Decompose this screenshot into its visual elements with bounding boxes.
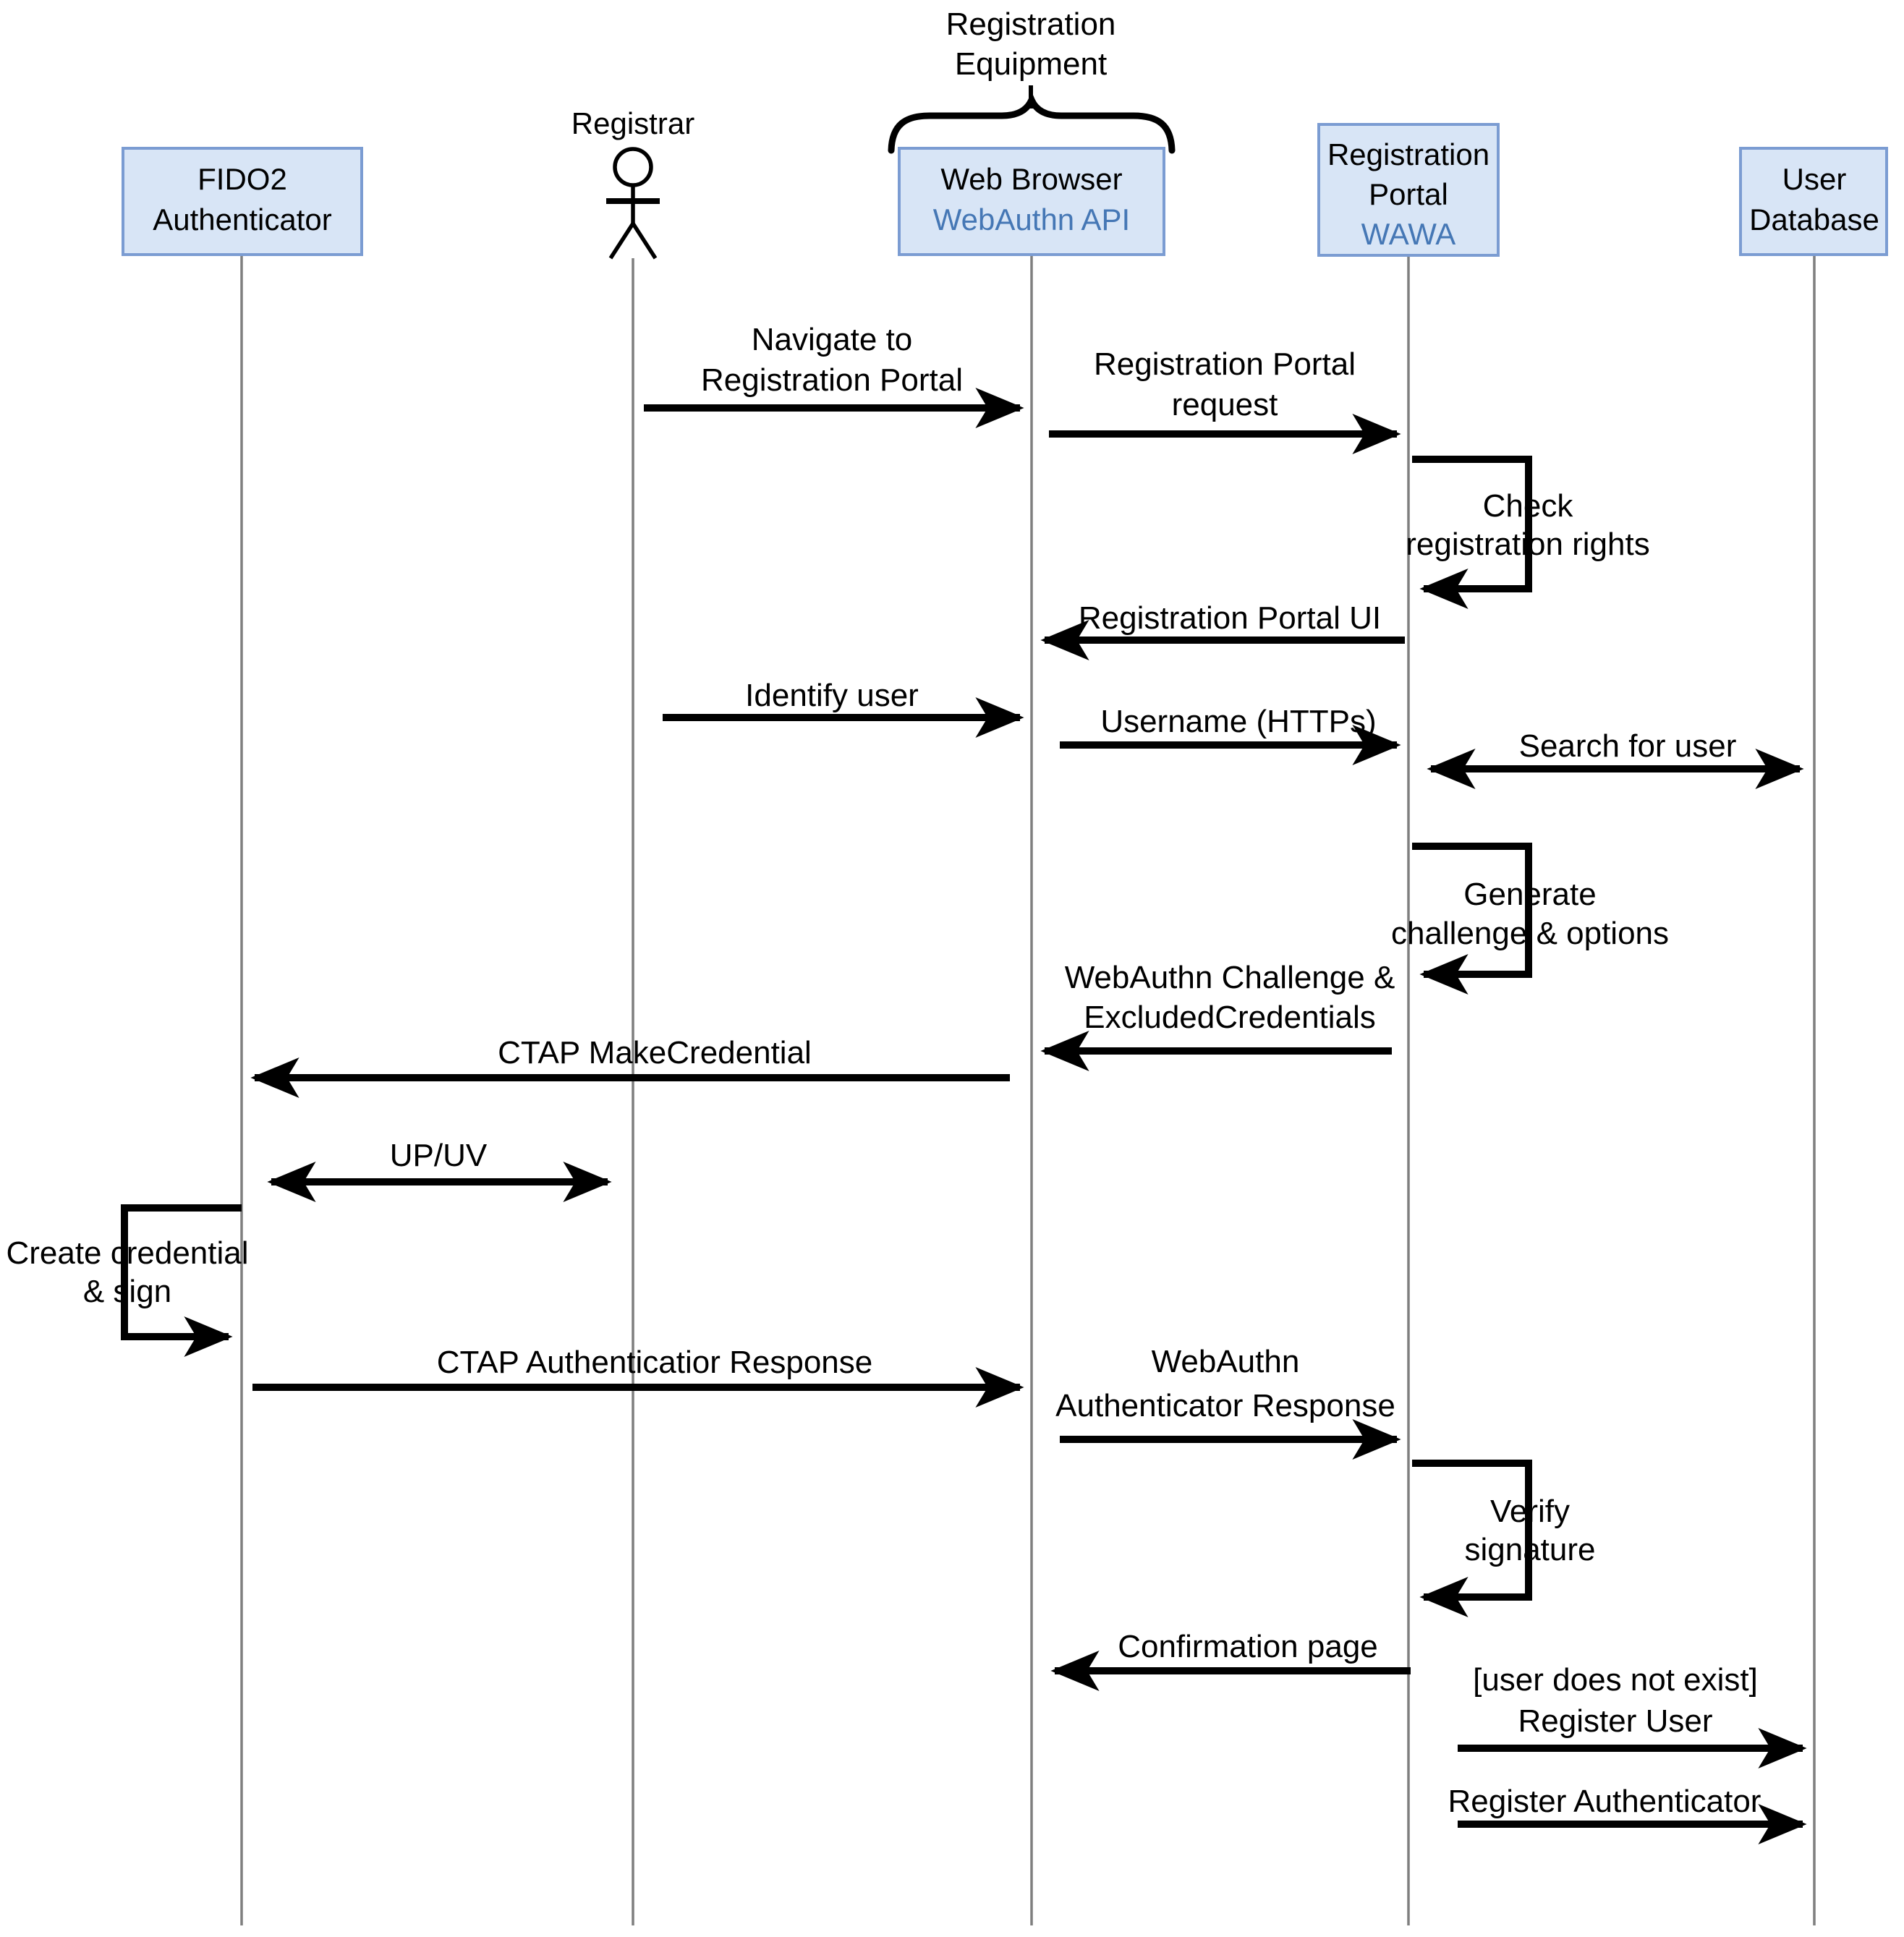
register-user-label-line2: Register User xyxy=(1518,1703,1713,1739)
check-rights-loop xyxy=(1412,456,1532,609)
message-username-https: Username (HTTPs) xyxy=(1060,704,1401,765)
registration-portal-title-line2: Portal xyxy=(1369,177,1448,211)
actor-user-database: User Database xyxy=(1739,147,1888,256)
message-register-authenticator: Register Authenticator xyxy=(1448,1784,1807,1844)
message-search-for-user: Search for user xyxy=(1427,728,1804,789)
check-rights-label-line1: Check xyxy=(1483,488,1574,524)
equipment-note: Registration Equipment xyxy=(888,7,1176,154)
registrar-figure-head xyxy=(613,147,653,187)
verify-signature-loop xyxy=(1412,1460,1532,1617)
create-credential-label-line2: & sign xyxy=(83,1274,171,1309)
registrar-figure-leg-right xyxy=(631,222,658,260)
navigate-label-line2: Registration Portal xyxy=(701,362,963,398)
registration-portal-box xyxy=(1317,123,1500,257)
equipment-note-line2: Equipment xyxy=(955,46,1107,82)
message-registration-portal-ui: Registration Portal UI xyxy=(1040,600,1405,660)
equipment-brace xyxy=(888,91,1176,154)
registrar-figure-leg-left xyxy=(608,222,635,260)
portal-request-label-line2: request xyxy=(1172,387,1278,422)
web-browser-box xyxy=(898,147,1165,256)
search-user-label: Search for user xyxy=(1519,728,1737,764)
message-webauthn-challenge: WebAuthn Challenge & ExcludedCredentials xyxy=(1040,960,1395,1071)
up-uv-label: UP/UV xyxy=(390,1138,488,1173)
selfloop-verify-signature: Verify signature xyxy=(1412,1460,1596,1617)
registration-portal-subtitle: WAWA xyxy=(1361,217,1456,251)
user-database-title-line2: Database xyxy=(1749,203,1879,237)
actor-registration-portal: Registration Portal WAWA xyxy=(1317,123,1500,257)
selfloop-check-registration-rights: Check registration rights xyxy=(1406,456,1650,609)
webauthn-challenge-label-line1: WebAuthn Challenge & xyxy=(1065,960,1395,995)
verify-signature-label-line1: Verify xyxy=(1490,1494,1570,1529)
web-browser-subtitle: WebAuthn API xyxy=(933,203,1130,237)
register-user-label-line1: [user does not exist] xyxy=(1473,1662,1758,1698)
selfloop-create-credential-sign: Create credential & sign xyxy=(6,1204,249,1357)
selfloop-generate-challenge-options: Generate challenge & options xyxy=(1391,843,1669,995)
create-credential-loop xyxy=(121,1204,242,1357)
generate-challenge-label-line2: challenge & options xyxy=(1391,916,1669,951)
actor-fido2-authenticator: FIDO2 Authenticator xyxy=(122,147,363,256)
register-authenticator-label: Register Authenticator xyxy=(1448,1784,1761,1819)
webauthn-response-label-line1: WebAuthn xyxy=(1152,1344,1300,1379)
username-label: Username (HTTPs) xyxy=(1100,704,1376,739)
actor-registrar: Registrar xyxy=(571,106,694,260)
user-database-title-line1: User xyxy=(1782,162,1847,196)
message-registration-portal-request: Registration Portal request xyxy=(1049,346,1401,454)
verify-signature-label-line2: signature xyxy=(1464,1532,1595,1567)
fido2-title-line1: FIDO2 xyxy=(197,162,287,196)
message-ctap-makecredential: CTAP MakeCredential xyxy=(250,1035,1010,1098)
navigate-label-line1: Navigate to xyxy=(752,322,913,357)
ctap-response-label: CTAP Authenticatior Response xyxy=(437,1345,873,1380)
portal-ui-label: Registration Portal UI xyxy=(1079,600,1381,636)
message-webauthn-authenticator-response: WebAuthn Authenticator Response xyxy=(1055,1344,1401,1460)
message-navigate-to-registration-portal: Navigate to Registration Portal xyxy=(644,322,1024,428)
webauthn-response-label-line2: Authenticator Response xyxy=(1055,1388,1395,1423)
web-browser-title: Web Browser xyxy=(940,162,1122,196)
ctap-makecredential-label: CTAP MakeCredential xyxy=(498,1035,812,1070)
confirmation-page-label: Confirmation page xyxy=(1118,1629,1378,1664)
message-ctap-authenticator-response: CTAP Authenticatior Response xyxy=(252,1345,1024,1408)
portal-request-label-line1: Registration Portal xyxy=(1094,346,1356,382)
create-credential-label-line1: Create credential xyxy=(6,1235,248,1271)
equipment-note-line1: Registration xyxy=(946,7,1116,42)
generate-challenge-loop xyxy=(1412,843,1532,995)
webauthn-challenge-label-line2: ExcludedCredentials xyxy=(1084,1000,1376,1035)
registration-portal-title-line1: Registration xyxy=(1327,137,1489,171)
registrar-label: Registrar xyxy=(571,106,694,140)
user-database-box xyxy=(1739,147,1888,256)
identify-user-label: Identify user xyxy=(745,678,919,713)
check-rights-label-line2: registration rights xyxy=(1406,527,1649,562)
generate-challenge-label-line1: Generate xyxy=(1463,877,1596,912)
message-up-uv: UP/UV xyxy=(267,1138,612,1202)
message-register-user: [user does not exist] Register User xyxy=(1458,1662,1807,1768)
message-identify-user: Identify user xyxy=(663,678,1024,738)
fido2-box xyxy=(122,147,363,256)
fido2-title-line2: Authenticator xyxy=(153,203,332,237)
actor-web-browser: Web Browser WebAuthn API xyxy=(898,147,1165,256)
message-confirmation-page: Confirmation page xyxy=(1050,1629,1411,1691)
